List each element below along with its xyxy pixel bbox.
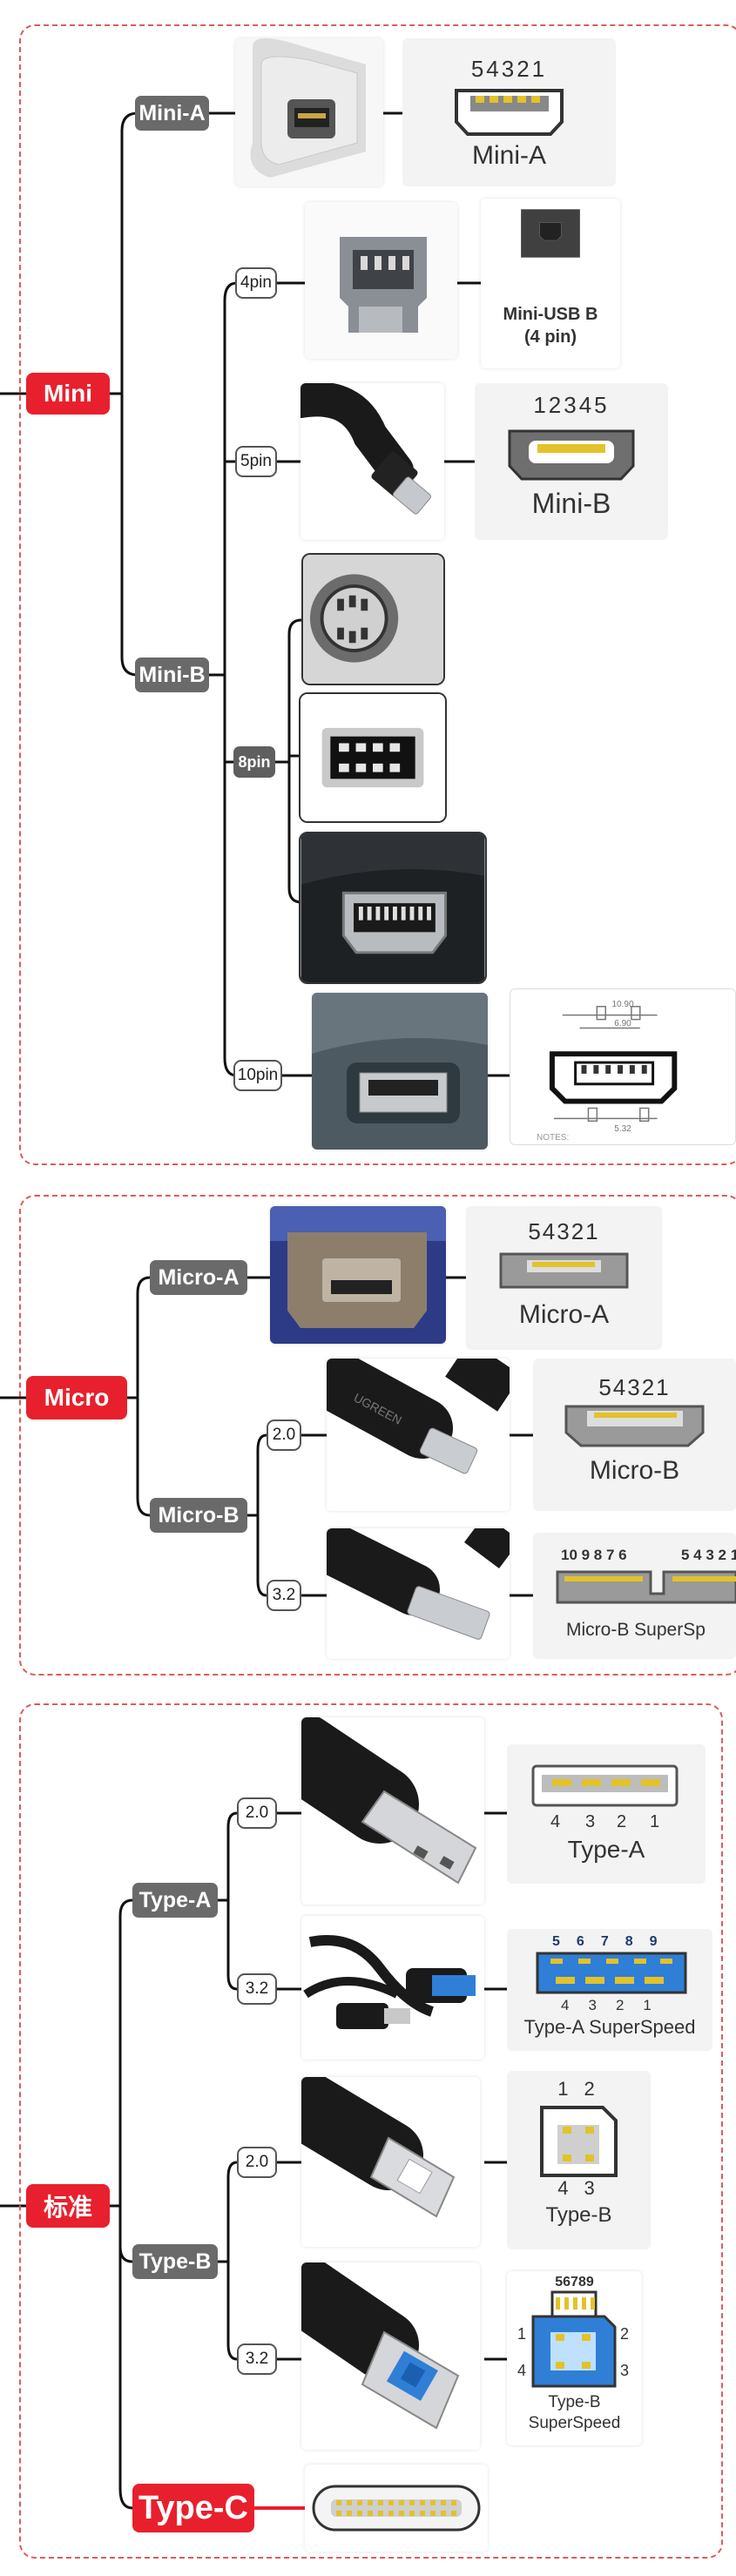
micro-b-node[interactable]: Micro-B	[150, 1498, 247, 1533]
type-a-32-pin-1: 1	[643, 1997, 652, 2013]
mini-b-8pin-photo-flat	[299, 832, 487, 984]
micro-a-photo	[270, 1206, 446, 1344]
micro-b-20-caption: Micro-B	[589, 1456, 680, 1485]
mini-b-8pin-photo-round	[301, 553, 445, 685]
type-a-32-pin-8: 8	[625, 1934, 633, 1949]
mini-b-10pin-dim-bottom: 5.32	[614, 1124, 631, 1134]
standard-section	[19, 1703, 723, 2559]
type-b-20-tag[interactable]: 2.0	[237, 2147, 277, 2178]
mini-b-8pin-tag[interactable]: 8pin	[233, 746, 275, 778]
mini-b-8pin-photo-square	[299, 692, 447, 823]
type-a-32-pinout-card: 5 6 7 8 9 4 3 2 1 Type-A SuperSpeed	[507, 1929, 712, 2051]
type-b-32-pin-3: 3	[620, 2362, 630, 2379]
type-a-32-tag[interactable]: 3.2	[237, 1973, 277, 2005]
type-a-20-pin-4: 4	[550, 1812, 561, 1831]
micro-section	[19, 1195, 736, 1676]
type-c-pinout-card	[305, 2465, 488, 2552]
mini-b-10pin-drawing: 10.90 6.90 5.32 NOTES:	[510, 988, 736, 1145]
type-a-32-pin-5: 5	[552, 1934, 560, 1949]
mini-b-5pin-tag[interactable]: 5pin	[235, 446, 277, 477]
type-b-20-photo	[301, 2077, 480, 2247]
type-b-32-caption-1: Type-B	[548, 2393, 601, 2411]
type-a-32-pin-4: 4	[561, 1997, 570, 2013]
type-a-32-pin-7: 7	[600, 1934, 609, 1949]
type-a-20-photo	[301, 1717, 484, 1905]
type-b-32-pin-2: 2	[620, 2325, 630, 2343]
type-b-20-pins-top: 1 2	[557, 2078, 600, 2100]
mini-root-node[interactable]: Mini	[26, 373, 110, 415]
mini-a-photo	[235, 38, 383, 186]
type-b-20-pinout-card: 1 2 4 3 Type-B	[507, 2071, 651, 2249]
micro-a-caption: Micro-A	[518, 1300, 610, 1329]
micro-b-20-pin-numbers: 54321	[598, 1374, 671, 1400]
mini-b-4pin-pinout-card: Mini-USB B (4 pin)	[481, 199, 620, 368]
standard-root-node[interactable]: 标准	[26, 2184, 110, 2228]
type-b-20-caption: Type-B	[545, 2203, 612, 2227]
micro-b-32-photo	[327, 1528, 510, 1659]
type-a-32-pin-2: 2	[615, 1997, 625, 2013]
mini-a-node[interactable]: Mini-A	[135, 96, 209, 131]
type-b-32-pin-4: 4	[517, 2362, 527, 2379]
micro-b-20-pinout-card: 54321 Micro-B	[533, 1359, 736, 1511]
type-b-20-pins-bottom: 4 3	[557, 2177, 600, 2199]
mini-a-pinout-card: 54321 Mini-A	[402, 38, 616, 186]
type-a-20-pin-1: 1	[650, 1812, 660, 1831]
type-a-32-pin-3: 3	[588, 1997, 597, 2013]
type-a-node[interactable]: Type-A	[132, 1883, 218, 1918]
type-a-20-tag[interactable]: 2.0	[237, 1797, 277, 1829]
mini-b-10pin-photo	[312, 993, 488, 1150]
micro-b-20-tag[interactable]: 2.0	[267, 1419, 301, 1451]
micro-a-pin-numbers: 54321	[528, 1218, 600, 1244]
mini-b-10pin-tag[interactable]: 10pin	[233, 1060, 282, 1091]
mini-b-4pin-photo	[305, 202, 457, 359]
micro-a-pinout-card: 54321 Micro-A	[466, 1206, 662, 1350]
micro-b-32-caption: Micro-B SuperSp	[566, 1620, 706, 1640]
type-a-32-photo	[301, 1916, 484, 2060]
micro-b-32-pins-left: 10 9 8 7 6	[561, 1547, 627, 1563]
mini-b-10pin-note: NOTES:	[537, 1133, 570, 1143]
type-b-node[interactable]: Type-B	[132, 2244, 218, 2279]
mini-b-10pin-dim-top: 10.90	[611, 1000, 634, 1009]
type-b-32-photo	[301, 2262, 480, 2450]
mini-b-node[interactable]: Mini-B	[135, 657, 209, 692]
micro-b-32-tag[interactable]: 3.2	[267, 1580, 301, 1611]
type-a-32-pin-9: 9	[649, 1934, 658, 1949]
type-a-20-pinout-card: 4 3 2 1 Type-A	[507, 1744, 706, 1884]
type-a-20-caption: Type-A	[567, 1836, 645, 1863]
mini-b-4pin-tag[interactable]: 4pin	[235, 267, 277, 299]
type-b-32-pins-top: 56789	[555, 2275, 594, 2289]
type-a-20-pin-3: 3	[585, 1812, 596, 1831]
type-a-20-pin-2: 2	[617, 1812, 627, 1831]
mini-b-10pin-dim-sub: 6.90	[614, 1019, 631, 1028]
mini-a-pin-numbers: 54321	[470, 56, 548, 82]
mini-b-5pin-caption: Mini-B	[531, 488, 611, 519]
type-c-node[interactable]: Type-C	[132, 2484, 254, 2532]
type-b-32-tag[interactable]: 3.2	[237, 2343, 277, 2375]
mini-a-caption: Mini-A	[471, 141, 546, 170]
mini-b-5pin-photo	[300, 383, 444, 540]
type-a-32-caption: Type-A SuperSpeed	[523, 2016, 696, 2038]
mini-b-4pin-caption-2: (4 pin)	[524, 327, 577, 347]
micro-a-node[interactable]: Micro-A	[150, 1260, 247, 1295]
type-b-32-caption-2: SuperSpeed	[528, 2414, 621, 2432]
type-b-32-pin-1: 1	[517, 2325, 527, 2343]
mini-section	[19, 24, 736, 1165]
micro-root-node[interactable]: Micro	[26, 1376, 127, 1419]
type-b-32-pinout-card: 56789 1 2 4 3 Type-B SuperSpeed	[507, 2271, 642, 2445]
micro-b-32-pinout-card: 10 9 8 7 6 5 4 3 2 1 Micro-B SuperSp	[533, 1533, 736, 1659]
micro-b-32-pins-right: 5 4 3 2 1	[681, 1547, 736, 1563]
type-a-32-pins-bottom: 4 3 2 1	[561, 1997, 652, 2014]
type-a-32-pin-6: 6	[576, 1934, 584, 1949]
mini-b-5pin-pinout-card: 12345 Mini-B	[475, 383, 668, 540]
type-a-32-pins-top: 5 6 7 8 9	[552, 1934, 658, 1950]
mini-b-4pin-caption-1: Mini-USB B	[503, 305, 598, 324]
mini-b-5pin-pin-numbers: 12345	[533, 392, 610, 418]
micro-b-20-photo: UGREEN	[327, 1359, 510, 1511]
